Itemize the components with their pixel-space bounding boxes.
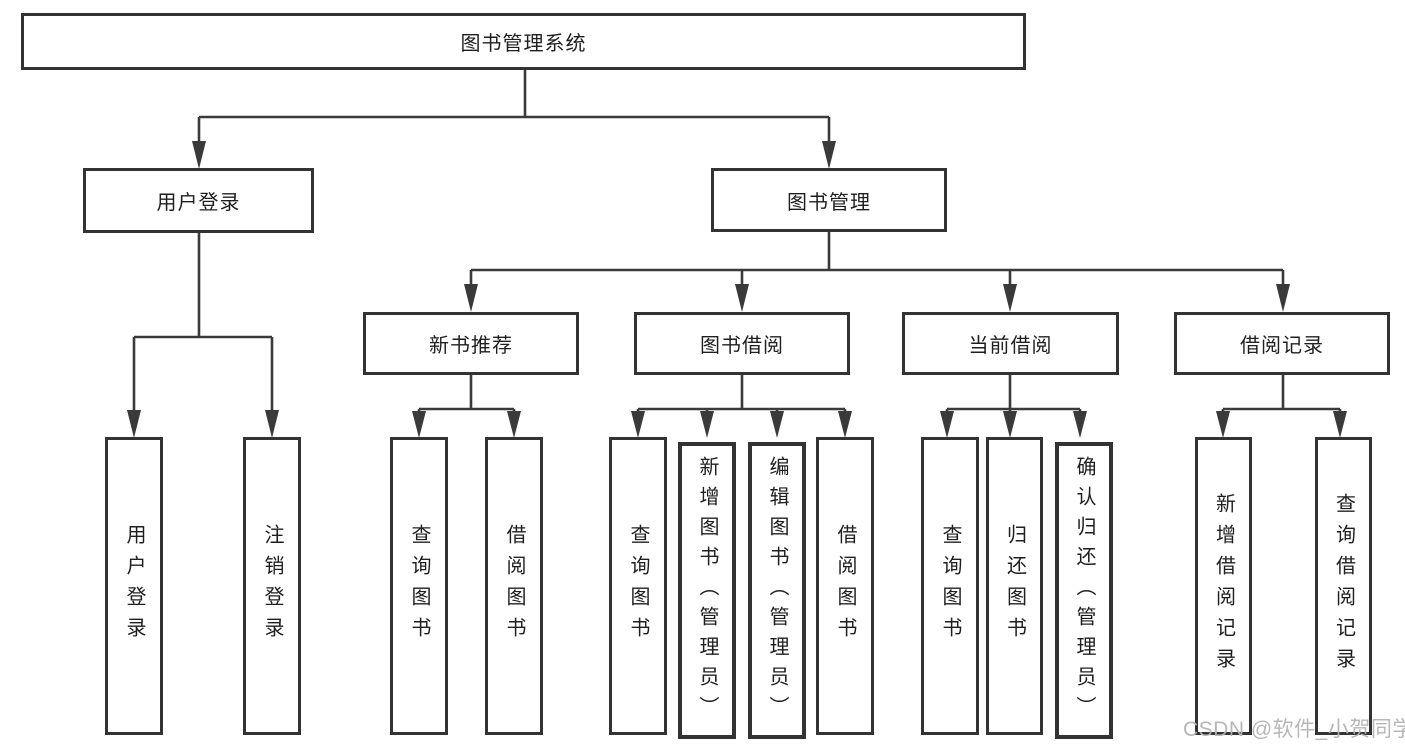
leaf-logout-label: 注销登录 [261, 524, 283, 648]
leaf-add-books-admin: 新增图书（管理员） [678, 442, 736, 739]
leaf-user-login: 用户登录 [105, 437, 163, 735]
leaf-borrow-books-recommend-label: 借阅图书 [503, 524, 525, 648]
leaf-add-books-admin-label: 新增图书（管理员） [696, 455, 718, 726]
leaf-return-books-label: 归还图书 [1003, 524, 1026, 648]
csdn-watermark: CSDN @软件_小贺同学 [1183, 718, 1405, 741]
node-root: 图书管理系统 [21, 13, 1026, 70]
leaf-query-borrow-record-label: 查询借阅记录 [1332, 493, 1355, 679]
leaf-query-books-recommend: 查询图书 [390, 437, 448, 735]
leaf-borrow-books-recommend: 借阅图书 [485, 437, 543, 735]
leaf-edit-books-admin: 编辑图书（管理员） [748, 442, 806, 739]
node-current-borrowing-label: 当前借阅 [968, 335, 1053, 357]
node-book-borrowing: 图书借阅 [634, 312, 850, 375]
leaf-query-books-borrowing-label: 查询图书 [627, 524, 649, 648]
node-book-management-label: 图书管理 [787, 191, 871, 214]
leaf-confirm-return-admin-label: 确认归还（管理员） [1073, 455, 1095, 726]
node-user-login-label: 用户登录 [156, 192, 241, 214]
node-book-borrowing-label: 图书借阅 [700, 335, 784, 357]
node-user-login: 用户登录 [83, 168, 314, 233]
leaf-borrow-books-borrowing-label: 借阅图书 [834, 524, 856, 648]
leaf-user-login-label: 用户登录 [123, 524, 145, 648]
leaf-add-borrow-record: 新增借阅记录 [1195, 437, 1252, 735]
leaf-return-books: 归还图书 [986, 437, 1043, 735]
node-new-book-recommend-label: 新书推荐 [429, 335, 513, 357]
leaf-confirm-return-admin: 确认归还（管理员） [1055, 442, 1113, 739]
node-current-borrowing: 当前借阅 [902, 312, 1119, 375]
node-borrowing-records: 借阅记录 [1174, 312, 1390, 375]
arrowheads [127, 141, 1347, 438]
leaf-query-books-current-label: 查询图书 [939, 524, 961, 648]
node-book-management: 图书管理 [711, 168, 947, 232]
leaf-query-books-borrowing: 查询图书 [609, 437, 667, 735]
leaf-query-books-current: 查询图书 [921, 437, 979, 735]
leaf-query-books-recommend-label: 查询图书 [408, 524, 430, 648]
leaf-add-borrow-record-label: 新增借阅记录 [1212, 493, 1235, 679]
node-borrowing-records-label: 借阅记录 [1240, 335, 1324, 357]
leaf-query-borrow-record: 查询借阅记录 [1315, 437, 1372, 735]
leaf-logout: 注销登录 [243, 437, 301, 735]
leaf-edit-books-admin-label: 编辑图书（管理员） [766, 455, 788, 726]
node-new-book-recommend: 新书推荐 [363, 312, 579, 375]
node-root-label: 图书管理系统 [460, 33, 587, 55]
leaf-borrow-books-borrowing: 借阅图书 [816, 437, 874, 735]
